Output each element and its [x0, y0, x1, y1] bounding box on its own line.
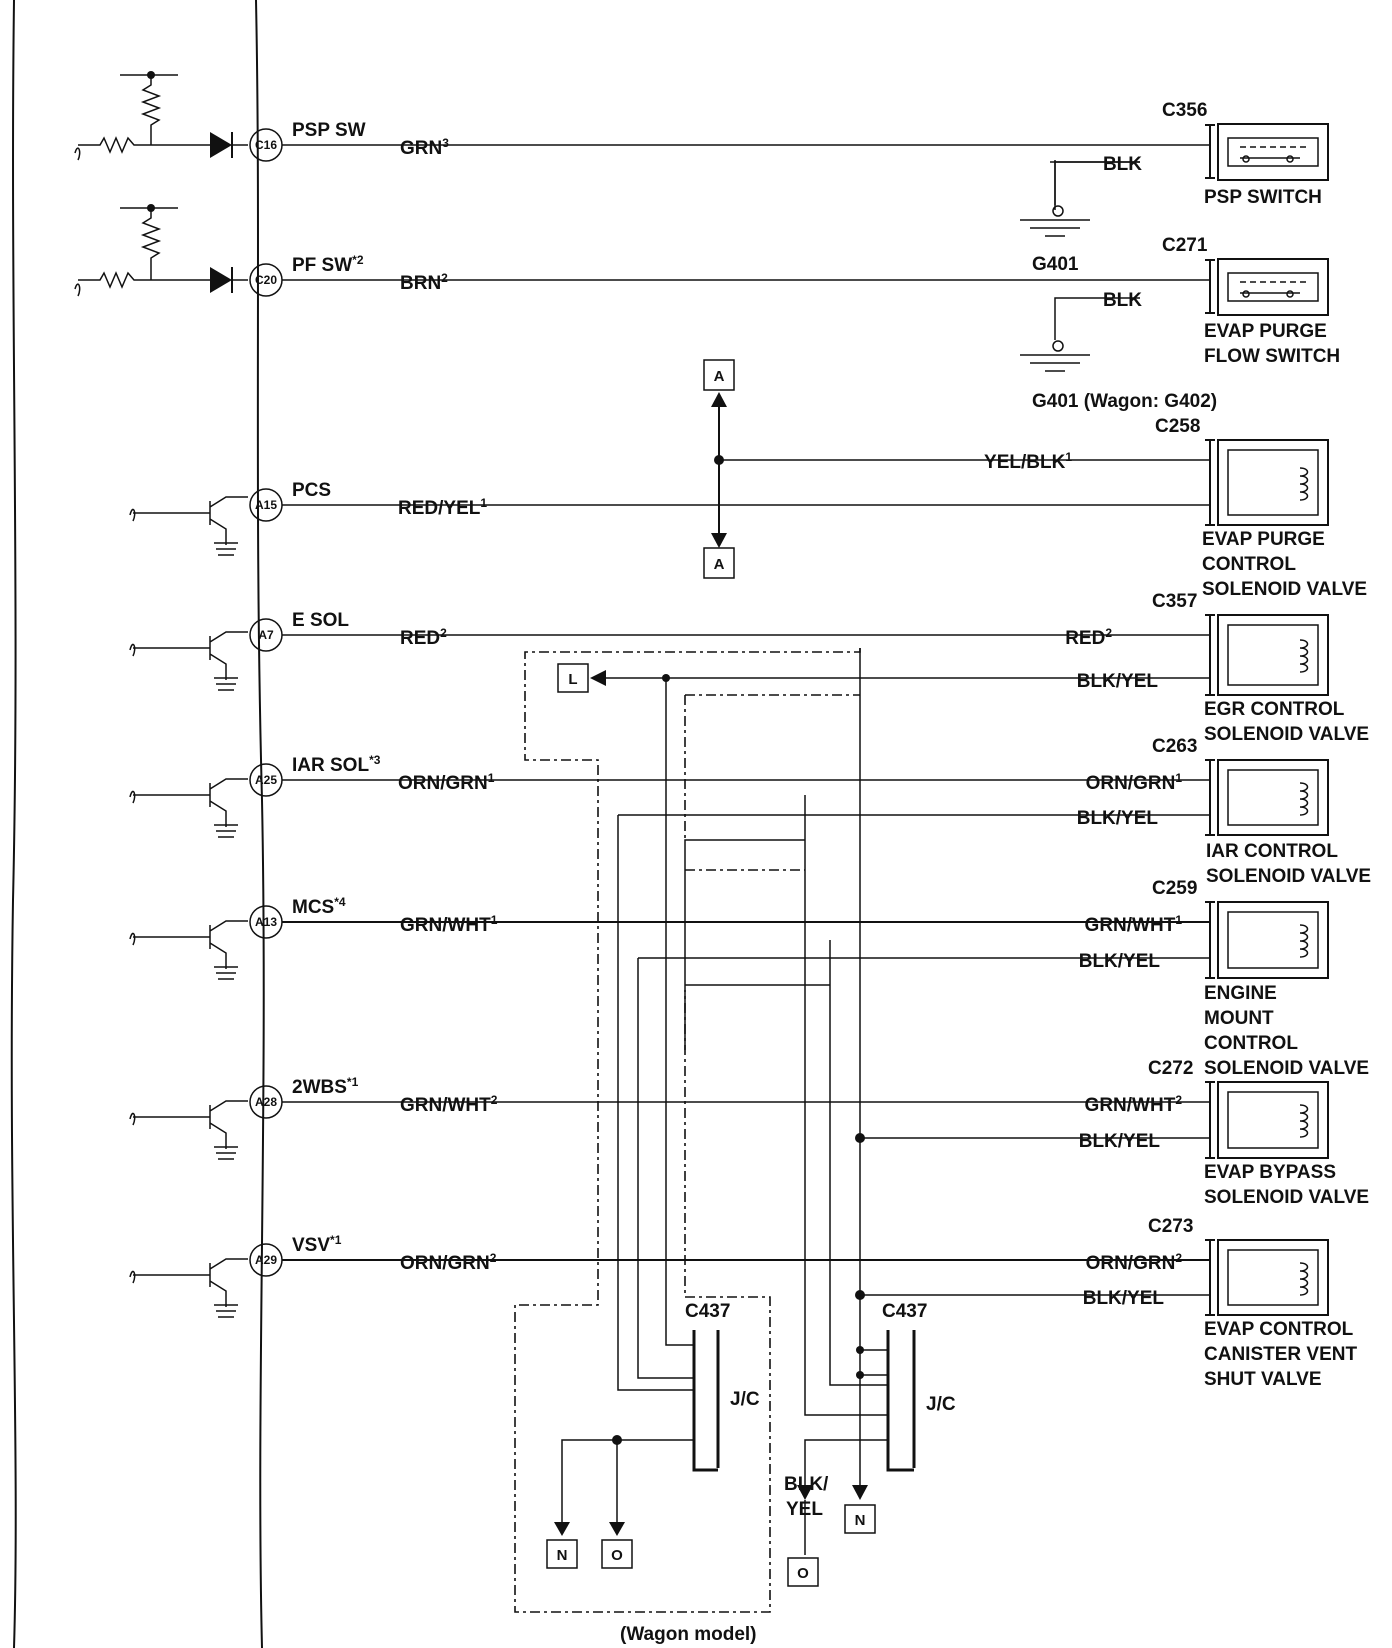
wire-label-c259-blk-yel: BLK/YEL [1079, 951, 1161, 972]
component-wire-labels: BLK BLK YEL/BLK1 RED2 BLK/YEL ORN/GRN1 B… [984, 154, 1182, 1309]
wire-label-grn: GRN3 [400, 136, 449, 159]
ecm-housing [10, 0, 265, 1648]
pin-label-a29: A29 [255, 1253, 277, 1267]
pin-label-a28: A28 [255, 1095, 277, 1109]
name-evap-bypass-1: EVAP BYPASS [1204, 1162, 1336, 1183]
wire-label-grn-wht-1: GRN/WHT1 [400, 913, 498, 936]
wire-label-c357-blk-yel: BLK/YEL [1077, 671, 1159, 692]
signal-mcs: MCS*4 [292, 895, 346, 918]
name-evap-bypass-2: SOLENOID VALVE [1204, 1187, 1369, 1208]
ref-a-top: A [714, 368, 725, 385]
wagon-dashed-routes [514, 648, 861, 1613]
wire-label-c356-blk: BLK [1103, 154, 1142, 175]
wire-label-c259-grn-wht: GRN/WHT1 [1085, 913, 1183, 936]
name-evap-purge-control-3: SOLENOID VALVE [1202, 579, 1367, 600]
name-evap-canister-1: EVAP CONTROL [1204, 1319, 1354, 1340]
name-iar-control-1: IAR CONTROL [1206, 841, 1338, 862]
wire-label-orn-grn-1: ORN/GRN1 [398, 771, 495, 794]
connector-c271: C271 [1162, 235, 1208, 256]
connector-c258: C258 [1155, 416, 1200, 437]
wire-label-c271-blk: BLK [1103, 290, 1142, 311]
name-evap-purge-control-1: EVAP PURGE [1202, 529, 1325, 550]
component-names: PSP SWITCH EVAP PURGE FLOW SWITCH EVAP P… [1202, 187, 1371, 1390]
wire-label-c273-blk-yel: BLK/YEL [1083, 1288, 1165, 1309]
ref-a-bottom: A [714, 556, 725, 573]
signal-pcs: PCS [292, 480, 331, 501]
pin-label-a25: A25 [255, 773, 277, 787]
wire-label-red: RED2 [400, 626, 447, 649]
ground-bus-network: L N O [557, 648, 1210, 1587]
component-bodies [1205, 123, 1329, 1316]
pin-label-a7: A7 [258, 628, 274, 642]
signal-2wbs: 2WBS*1 [292, 1075, 359, 1098]
pin-label-c16: C16 [255, 138, 277, 152]
connector-c259: C259 [1152, 878, 1197, 899]
signal-psp-sw: PSP SW [292, 120, 366, 141]
connector-c263: C263 [1152, 736, 1197, 757]
ecm-signal-names: PSP SW PF SW*2 PCS E SOL IAR SOL*3 MCS*4… [292, 120, 381, 1256]
wire-label-c263-orn-grn: ORN/GRN1 [1086, 771, 1183, 794]
pin-label-a15: A15 [255, 498, 277, 512]
connector-numbers: C356 C271 C258 C357 C263 C259 C272 C273 [1148, 100, 1208, 1237]
name-evap-purge-flow-2: FLOW SWITCH [1204, 346, 1340, 367]
connector-c356: C356 [1162, 100, 1207, 121]
ground-label-g401-wagon: G401 (Wagon: G402) [1032, 391, 1217, 412]
junction-right: C437 J/C [882, 1301, 956, 1472]
name-psp-switch: PSP SWITCH [1204, 187, 1322, 208]
pf-sw-input-circuit [74, 204, 248, 297]
signal-pf-sw: PF SW*2 [292, 253, 364, 276]
junction-left-connector: C437 [685, 1301, 730, 1322]
wire-label-c272-grn-wht: GRN/WHT2 [1085, 1093, 1183, 1116]
junction-right-connector: C437 [882, 1301, 927, 1322]
ref-o-left: O [611, 1547, 623, 1564]
switch-grounds [1020, 160, 1140, 372]
reference-a: A A [703, 359, 1210, 579]
name-iar-control-2: SOLENOID VALVE [1206, 866, 1371, 887]
wire-label-red-yel: RED/YEL1 [398, 496, 487, 519]
pin-label-c20: C20 [255, 273, 277, 287]
name-evap-canister-3: SHUT VALVE [1204, 1369, 1322, 1390]
name-egr-control-1: EGR CONTROL [1204, 699, 1345, 720]
wire-label-orn-grn-2: ORN/GRN2 [400, 1251, 497, 1274]
name-engine-mount-1: ENGINE [1204, 983, 1277, 1004]
wire-label-brn: BRN2 [400, 271, 448, 294]
ecm-output-wires [282, 144, 1210, 1261]
ref-l: L [568, 671, 577, 688]
wire-label-c258-yel-blk: YEL/BLK1 [984, 450, 1072, 473]
psp-sw-input-circuit [74, 71, 248, 161]
driver-transistors [129, 496, 248, 1318]
pin-label-a13: A13 [255, 915, 277, 929]
name-evap-purge-control-2: CONTROL [1202, 554, 1296, 575]
ecm-pin-circles: C16 C20 A15 A7 A25 A13 A28 A29 [249, 128, 283, 1277]
name-engine-mount-4: SOLENOID VALVE [1204, 1058, 1369, 1079]
signal-vsv: VSV*1 [292, 1233, 342, 1256]
junction-left-name: J/C [730, 1389, 760, 1410]
ecm-wire-labels: GRN3 BRN2 RED/YEL1 RED2 ORN/GRN1 GRN/WHT… [398, 136, 498, 1274]
connector-c272: C272 [1148, 1058, 1193, 1079]
wagon-model-note: (Wagon model) [620, 1624, 757, 1645]
signal-iar-sol: IAR SOL*3 [292, 753, 381, 776]
wire-label-c263-blk-yel: BLK/YEL [1077, 808, 1159, 829]
name-engine-mount-2: MOUNT [1204, 1008, 1274, 1029]
junction-right-name: J/C [926, 1394, 956, 1415]
wire-label-c273-orn-grn: ORN/GRN2 [1086, 1251, 1183, 1274]
name-engine-mount-3: CONTROL [1204, 1033, 1298, 1054]
wire-label-grn-wht-2: GRN/WHT2 [400, 1093, 498, 1116]
name-egr-control-2: SOLENOID VALVE [1204, 724, 1369, 745]
bottom-wire-label-1: BLK/ [784, 1474, 829, 1495]
name-evap-purge-flow-1: EVAP PURGE [1204, 321, 1327, 342]
connector-c357: C357 [1152, 591, 1197, 612]
junction-left: C437 J/C N O [546, 1301, 760, 1569]
ref-n-right: N [855, 1512, 866, 1529]
ref-o-right: O [797, 1565, 809, 1582]
connector-c273: C273 [1148, 1216, 1193, 1237]
wire-label-c357-red: RED2 [1065, 626, 1112, 649]
wire-label-c272-blk-yel: BLK/YEL [1079, 1131, 1161, 1152]
ref-n-left: N [557, 1547, 568, 1564]
bottom-wire-label-2: YEL [786, 1499, 823, 1520]
name-evap-canister-2: CANISTER VENT [1204, 1344, 1357, 1365]
signal-e-sol: E SOL [292, 610, 349, 631]
ground-label-g401: G401 [1032, 254, 1079, 275]
